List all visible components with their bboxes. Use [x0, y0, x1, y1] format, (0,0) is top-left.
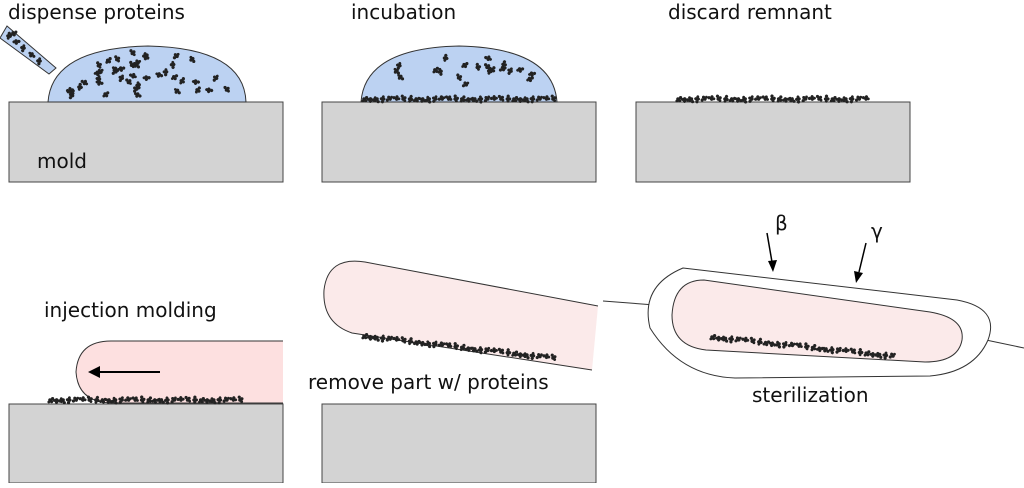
protein-glyph: [861, 93, 871, 103]
label-sterilization: sterilization: [752, 383, 869, 407]
pipette-proteins: [4, 29, 44, 66]
mold-block-1: [8, 101, 284, 183]
panel-injection: injection molding: [8, 298, 284, 484]
protein-glyph: [59, 397, 67, 405]
label-injection-molding: injection molding: [44, 298, 217, 322]
protein-glyph: [801, 95, 809, 103]
panel-dispense: dispense proteins mold: [0, 0, 284, 183]
label-dispense-proteins: dispense proteins: [8, 0, 185, 24]
protein-droplet: [47, 45, 247, 103]
protein-glyph: [71, 396, 80, 404]
beta-arrow-head: [768, 260, 777, 272]
molded-part: [323, 260, 599, 371]
label-mold: mold: [37, 149, 87, 173]
protein-glyph: [854, 94, 863, 103]
label-incubation: incubation: [351, 0, 456, 24]
mold-block-2: [321, 101, 597, 183]
protein-glyph: [815, 94, 823, 102]
protein-glyph: [714, 94, 723, 103]
label-beta: β: [775, 211, 788, 235]
package-seal-right: [985, 339, 1024, 349]
mold-block-5: [321, 403, 597, 484]
label-gamma: γ: [871, 219, 883, 243]
panel-discard: discard remnant: [635, 0, 911, 183]
gamma-arrow-head: [854, 271, 863, 283]
protein-glyph: [706, 93, 716, 103]
panel-incubation: incubation: [321, 0, 597, 183]
pipette-tip: [0, 25, 57, 75]
protein-glyph: [761, 93, 770, 103]
flow-arrow-head: [88, 366, 100, 378]
package-seal-left: [602, 300, 656, 306]
gamma-arrow: [858, 242, 867, 273]
protein-glyph: [700, 95, 708, 103]
mold-block-4: [8, 403, 284, 484]
panel-remove: remove part w/ proteins: [308, 260, 599, 484]
mold-block-3: [635, 101, 911, 183]
beta-arrow: [766, 232, 773, 263]
label-discard-remnant: discard remnant: [668, 0, 832, 24]
label-remove-part: remove part w/ proteins: [308, 370, 549, 394]
protein-glyph: [77, 394, 88, 404]
panel-sterilization: β γ sterilization: [602, 211, 1024, 407]
